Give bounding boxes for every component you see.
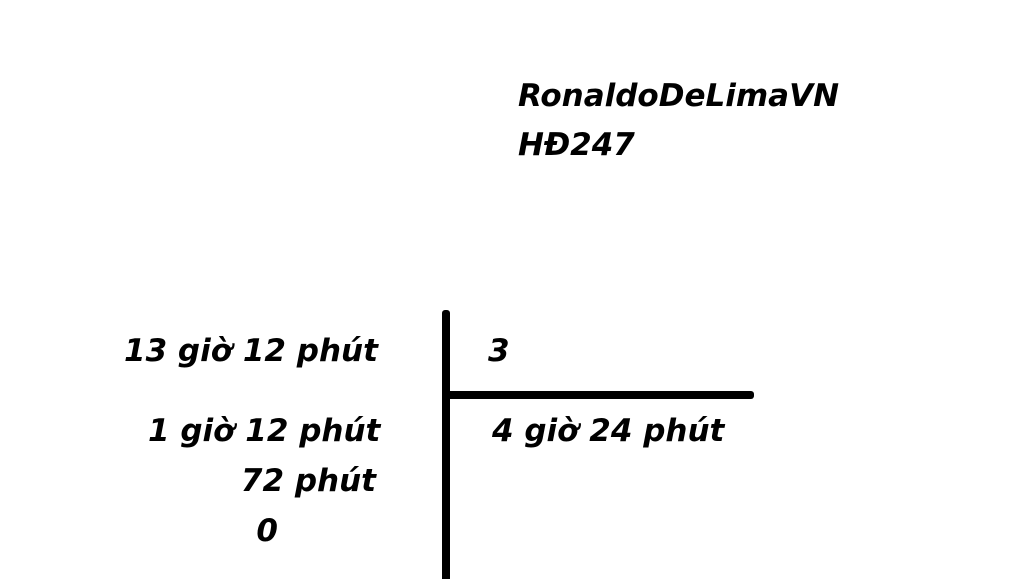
final-remainder: 0	[256, 513, 278, 549]
dividend: 13 giờ 12 phút	[124, 333, 378, 369]
converted-minutes-step: 72 phút	[240, 463, 376, 499]
division-vertical-bar	[442, 310, 450, 579]
divisor: 3	[488, 333, 510, 369]
code-credit: HĐ247	[518, 127, 635, 163]
quotient: 4 giờ 24 phút	[492, 413, 725, 449]
division-horizontal-bar	[442, 391, 754, 399]
remainder-hours-step: 1 giờ 12 phút	[148, 413, 381, 449]
author-credit: RonaldoDeLimaVN	[518, 78, 840, 114]
